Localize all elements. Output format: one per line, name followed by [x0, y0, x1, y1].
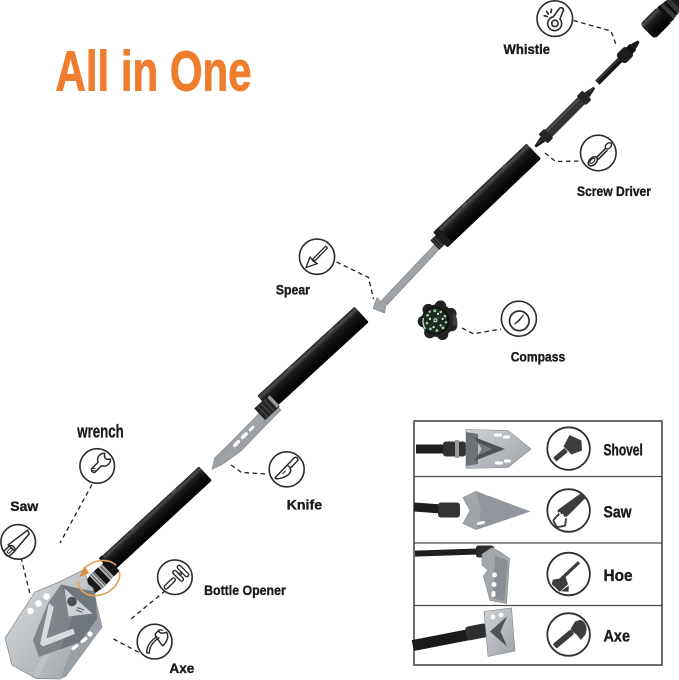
svg-text:wrench: wrench — [77, 422, 124, 442]
svg-text:Knife: Knife — [287, 497, 323, 513]
svg-text:Shovel: Shovel — [604, 442, 643, 460]
svg-text:Spear: Spear — [276, 282, 310, 298]
svg-text:Axe: Axe — [604, 628, 631, 646]
svg-text:All in One: All in One — [56, 40, 252, 103]
svg-text:Saw: Saw — [10, 498, 38, 514]
svg-text:Axe: Axe — [169, 660, 194, 676]
svg-text:Compass: Compass — [511, 348, 566, 364]
svg-text:Hoe: Hoe — [604, 567, 633, 585]
svg-text:Whistle: Whistle — [504, 41, 551, 57]
svg-text:Screw Driver: Screw Driver — [577, 183, 651, 199]
svg-text:Saw: Saw — [604, 504, 632, 522]
svg-text:Bottle Opener: Bottle Opener — [204, 582, 286, 598]
